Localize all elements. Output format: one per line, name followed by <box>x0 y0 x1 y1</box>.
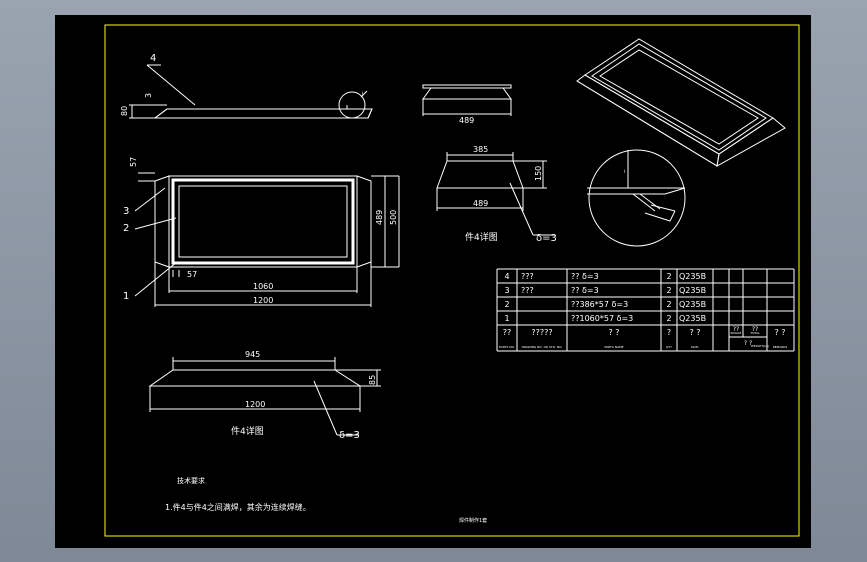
dim-side-80: 80 <box>120 106 129 116</box>
notes-line-1: 1.件4与件4之间满焊，其余为连续焊缝。 <box>165 502 311 512</box>
cad-drawing: 80 3 4 I 57 489 500 57 1060 <box>104 24 800 537</box>
dim-parta-150: 150 <box>534 166 543 181</box>
dim-plan-57-top: 57 <box>129 157 138 167</box>
bom-head-no-cn: ?? <box>503 328 512 337</box>
side-view: 80 3 4 I <box>120 53 373 119</box>
bom-head-mat-en: MATL <box>691 345 699 349</box>
dim-plan-57-bottom: 57 <box>187 270 197 279</box>
top-view-small: 489 <box>422 84 512 125</box>
plan-view: 57 489 500 57 1060 1200 3 2 1 <box>123 157 400 307</box>
bom-head-weight-en: WEIGHT(kg) <box>751 344 769 348</box>
parta-thickness: δ=3 <box>536 233 557 244</box>
bom-head-code-en: DRAWING NO. OR STD. NO. <box>522 345 563 349</box>
bom-row-name: ?? δ=3 <box>571 272 599 281</box>
bom-row-name: ??1060*57 δ=3 <box>571 314 633 323</box>
detail-mark-i: I <box>362 91 363 96</box>
bom-head-no-en: PARTS NO. <box>499 345 515 349</box>
detail-circle-mark: I <box>624 169 625 174</box>
bom-row-qty: 2 <box>666 272 671 281</box>
part-label-3: 3 <box>123 206 129 217</box>
detail-circle: I <box>587 149 686 247</box>
bom-row-name: ??386*57 δ=3 <box>571 300 628 309</box>
dim-partb-945: 945 <box>245 350 260 359</box>
bom-head-weight-cn: ? ? <box>744 340 752 347</box>
technical-notes: 技术要求 1.件4与件4之间满焊，其余为连续焊缝。 焊件制作1套 <box>165 476 487 524</box>
bom-head-qty-cn: ? <box>667 328 671 337</box>
notes-heading: 技术要求 <box>177 476 205 485</box>
dim-plan-489: 489 <box>375 210 384 225</box>
bom-row-material: Q235B <box>679 286 706 295</box>
dim-topview-489: 489 <box>459 116 474 125</box>
part-label-4: 4 <box>150 53 156 64</box>
partb-thickness: δ=3 <box>339 430 360 441</box>
dim-side-3: 3 <box>144 93 153 98</box>
dim-plan-1060: 1060 <box>253 282 273 291</box>
bom-head-total-cn: ?? <box>752 326 758 333</box>
dim-partb-1200: 1200 <box>245 400 265 409</box>
bom-row-code: ??? <box>521 272 534 281</box>
bom-head-mat-cn: ? ? <box>689 328 700 337</box>
bom-row-no: 4 <box>504 272 509 281</box>
drawing-sheet: 80 3 4 I 57 489 500 57 1060 <box>55 15 811 548</box>
bom-row-no: 2 <box>504 300 509 309</box>
bom-row-qty: 2 <box>666 314 671 323</box>
bom-head-remarks-cn: ? ? <box>774 328 785 337</box>
notes-footer: 焊件制作1套 <box>459 517 487 524</box>
dim-partb-85: 85 <box>368 375 377 385</box>
bom-head-single-cn: ?? <box>733 326 739 333</box>
bom-row-qty: 2 <box>666 300 671 309</box>
bom-row-code: ??? <box>521 286 534 295</box>
part-label-2: 2 <box>123 223 129 234</box>
part-detail-b: 945 85 1200 δ=3 件4详图 <box>148 350 381 441</box>
bom-head-name-cn: ? ? <box>608 328 619 337</box>
part-label-1: 1 <box>123 291 129 302</box>
bom-head-total-en: TOTAL <box>749 331 760 335</box>
dim-plan-500: 500 <box>389 210 398 225</box>
partb-caption: 件4详图 <box>231 425 264 437</box>
dim-parta-385: 385 <box>473 145 488 154</box>
dim-parta-489: 489 <box>473 199 488 208</box>
bom-row-no: 3 <box>504 286 509 295</box>
bom-head-qty-en: QTY <box>666 345 672 349</box>
isometric-view <box>576 38 786 167</box>
bom-head-code-cn: ????? <box>531 328 552 337</box>
parta-caption: 件4详图 <box>465 231 498 243</box>
bom-row-qty: 2 <box>666 286 671 295</box>
bom-row-material: Q235B <box>679 300 706 309</box>
bom-head-name-en: PARTS NAME <box>604 345 623 349</box>
bom-row-no: 1 <box>504 314 509 323</box>
bom-row-name: ?? δ=3 <box>571 286 599 295</box>
bom-row-material: Q235B <box>679 272 706 281</box>
drawing-border <box>104 24 800 537</box>
bom-head-single-en: SINGLE <box>731 331 742 335</box>
bom-row-material: Q235B <box>679 314 706 323</box>
dim-plan-1200: 1200 <box>253 296 273 305</box>
part-detail-a: 385 150 489 δ=3 件4详图 <box>436 145 557 244</box>
bom-head-remarks-en: REMARKS <box>773 345 788 349</box>
